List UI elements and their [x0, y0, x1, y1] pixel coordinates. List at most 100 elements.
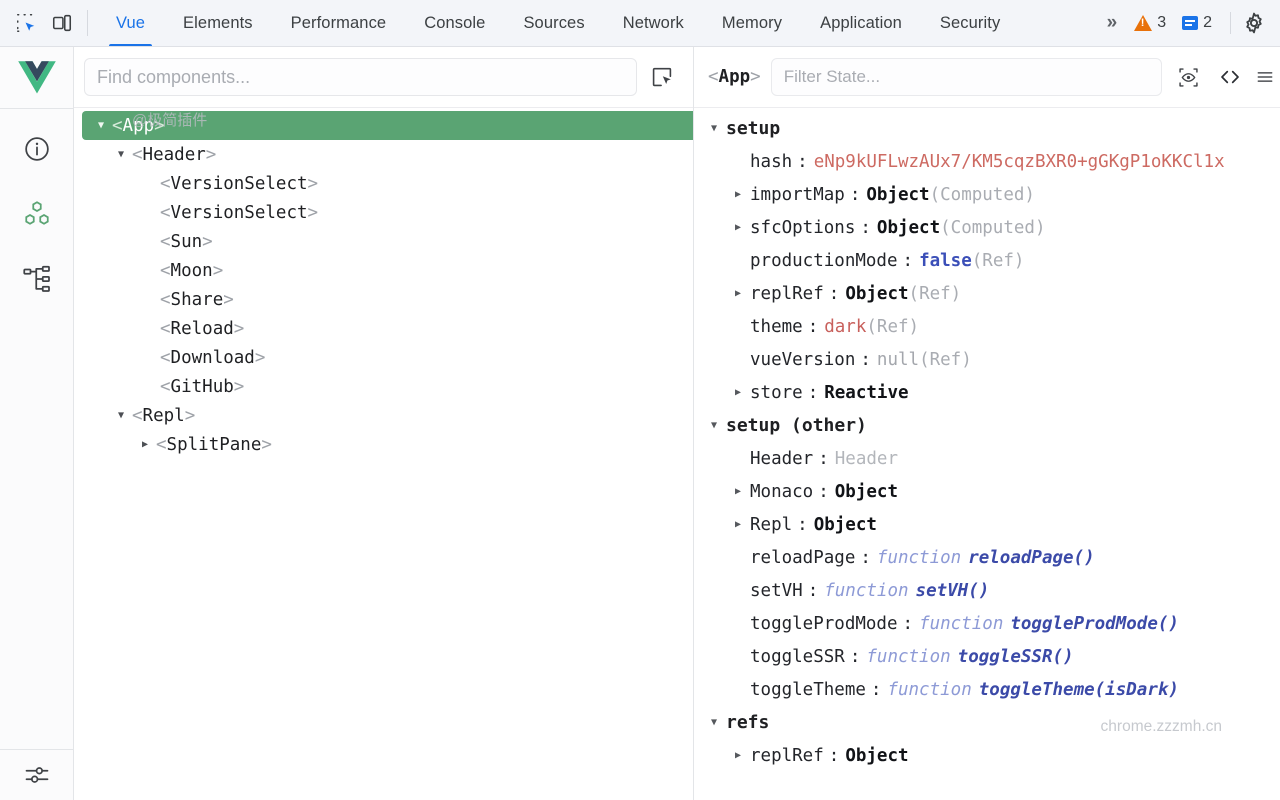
tree-node-repl[interactable]: ▼ <Repl> [74, 401, 693, 430]
tab-elements[interactable]: Elements [164, 0, 272, 46]
state-context-label: <App> [708, 67, 761, 87]
state-key: toggleTheme [750, 679, 866, 700]
chevron-right-icon[interactable]: ▶ [734, 189, 742, 200]
warning-badge[interactable]: 3 [1127, 14, 1173, 32]
tree-node-github[interactable]: ▶ <GitHub> [160, 376, 245, 397]
chevron-right-icon[interactable]: ▶ [734, 519, 742, 530]
state-row-productionmode[interactable]: productionMode:false(Ref) [750, 250, 1025, 271]
state-row-theme[interactable]: theme:dark(Ref) [750, 316, 920, 337]
chevron-right-icon[interactable]: ▶ [141, 439, 149, 450]
message-badge[interactable]: 2 [1175, 14, 1219, 32]
function-keyword: function [876, 547, 962, 568]
chevron-down-icon[interactable]: ▼ [710, 717, 718, 728]
rail-item-info[interactable] [17, 129, 57, 169]
tree-node-download[interactable]: ▶ <Download> [160, 347, 266, 368]
state-group-setup-other[interactable]: ▼ setup (other) [694, 409, 1280, 442]
state-group-label: refs [726, 712, 770, 733]
state-value: Object [845, 283, 909, 304]
component-picker-icon[interactable] [645, 60, 679, 94]
chevron-right-icon[interactable]: ▶ [734, 486, 742, 497]
filter-state-input[interactable]: Filter State... [770, 58, 1162, 96]
state-row-repl[interactable]: ▶ Repl:Object [694, 508, 1280, 541]
tree-node-versionselect[interactable]: ▶ <VersionSelect> [160, 173, 319, 194]
menu-icon[interactable] [1256, 61, 1274, 93]
state-key: Monaco [750, 481, 814, 502]
device-toolbar-icon[interactable] [44, 0, 80, 46]
state-value-meta: (Computed) [940, 217, 1046, 238]
tab-memory[interactable]: Memory [703, 0, 801, 46]
chevron-down-icon[interactable]: ▼ [117, 149, 125, 160]
inspect-eye-icon[interactable] [1172, 61, 1204, 93]
tab-security[interactable]: Security [921, 0, 1019, 46]
chevron-down-icon[interactable]: ▼ [710, 420, 718, 431]
rail-item-tree[interactable] [17, 259, 57, 299]
message-icon [1182, 16, 1199, 30]
gear-icon[interactable] [1242, 11, 1270, 35]
tree-node-label: VersionSelect [170, 173, 308, 194]
state-row-replref[interactable]: ▶ replRef:Object(Ref) [694, 277, 1280, 310]
more-tabs-icon[interactable]: » [1106, 12, 1118, 33]
rail-item-components[interactable] [17, 194, 57, 234]
tree-node-splitpane[interactable]: ▶ <SplitPane> [74, 430, 693, 459]
tab-network[interactable]: Network [604, 0, 703, 46]
state-key: Header [750, 448, 814, 469]
toolbar-divider-2 [1230, 12, 1231, 34]
tab-vue[interactable]: Vue [97, 0, 164, 46]
chevron-down-icon[interactable]: ▼ [710, 123, 718, 134]
tab-label: Performance [290, 13, 387, 32]
tree-node-header[interactable]: ▼ <Header> [74, 140, 693, 169]
tree-node-versionselect-2[interactable]: ▶ <VersionSelect> [160, 202, 319, 223]
state-row-header[interactable]: Header:Header [750, 448, 898, 469]
tab-console[interactable]: Console [405, 0, 504, 46]
state-value: null [876, 349, 920, 370]
tab-application[interactable]: Application [801, 0, 921, 46]
tree-node-sun[interactable]: ▶ <Sun> [160, 231, 213, 252]
function-keyword: function [919, 613, 1004, 634]
state-row-hash[interactable]: hash:eNp9kUFLwzAUx7/KM5cqzBXR0+gGKgP1oKK… [750, 151, 1225, 172]
devtools-body: Find components... @极简插件 ▼ <App> ▼ <Head… [0, 47, 1280, 800]
inspect-element-icon[interactable] [8, 0, 44, 46]
state-row-importmap[interactable]: ▶ importMap:Object(Computed) [694, 178, 1280, 211]
tab-sources[interactable]: Sources [504, 0, 603, 46]
chevron-right-icon[interactable]: ▶ [734, 288, 742, 299]
tree-node-share[interactable]: ▶ <Share> [160, 289, 234, 310]
state-group-label: setup (other) [726, 415, 867, 436]
code-brackets-icon[interactable] [1214, 61, 1246, 93]
tab-performance[interactable]: Performance [272, 0, 406, 46]
tree-node-moon[interactable]: ▶ <Moon> [160, 260, 224, 281]
state-row-refs-replref[interactable]: ▶ replRef:Object [694, 739, 1280, 772]
state-key: sfcOptions [750, 217, 856, 238]
state-key: reloadPage [750, 547, 856, 568]
tree-node-label: Download [170, 347, 255, 368]
chevron-down-icon[interactable]: ▼ [97, 120, 105, 131]
chevron-down-icon[interactable]: ▼ [117, 410, 125, 421]
state-row-store[interactable]: ▶ store:Reactive [694, 376, 1280, 409]
chevron-right-icon[interactable]: ▶ [734, 750, 742, 761]
state-group-refs[interactable]: ▼ refs [694, 706, 1280, 739]
state-key: hash [750, 151, 793, 172]
state-key: replRef [750, 745, 824, 766]
chevron-right-icon[interactable]: ▶ [734, 387, 742, 398]
settings-sliders-icon[interactable] [17, 755, 57, 795]
tree-node-label: Reload [170, 318, 234, 339]
state-row-monaco[interactable]: ▶ Monaco:Object [694, 475, 1280, 508]
state-row-vueversion[interactable]: vueVersion:null(Ref) [750, 349, 972, 370]
state-value: Object [834, 481, 898, 502]
tree-node-reload[interactable]: ▶ <Reload> [160, 318, 245, 339]
tabbar-right-actions: » 3 2 [1097, 0, 1280, 46]
state-value: Header [834, 448, 898, 469]
state-value-meta: (Ref) [919, 349, 972, 370]
rail-item-list [17, 109, 57, 299]
chevron-right-icon[interactable]: ▶ [734, 222, 742, 233]
state-group-setup[interactable]: ▼ setup [694, 112, 1280, 145]
state-key: store [750, 382, 803, 403]
state-value: Object [876, 217, 941, 238]
state-row-sfcoptions[interactable]: ▶ sfcOptions:Object(Computed) [694, 211, 1280, 244]
search-input[interactable]: Find components... [84, 58, 637, 96]
tree-node-app[interactable]: ▼ <App> [82, 111, 693, 140]
